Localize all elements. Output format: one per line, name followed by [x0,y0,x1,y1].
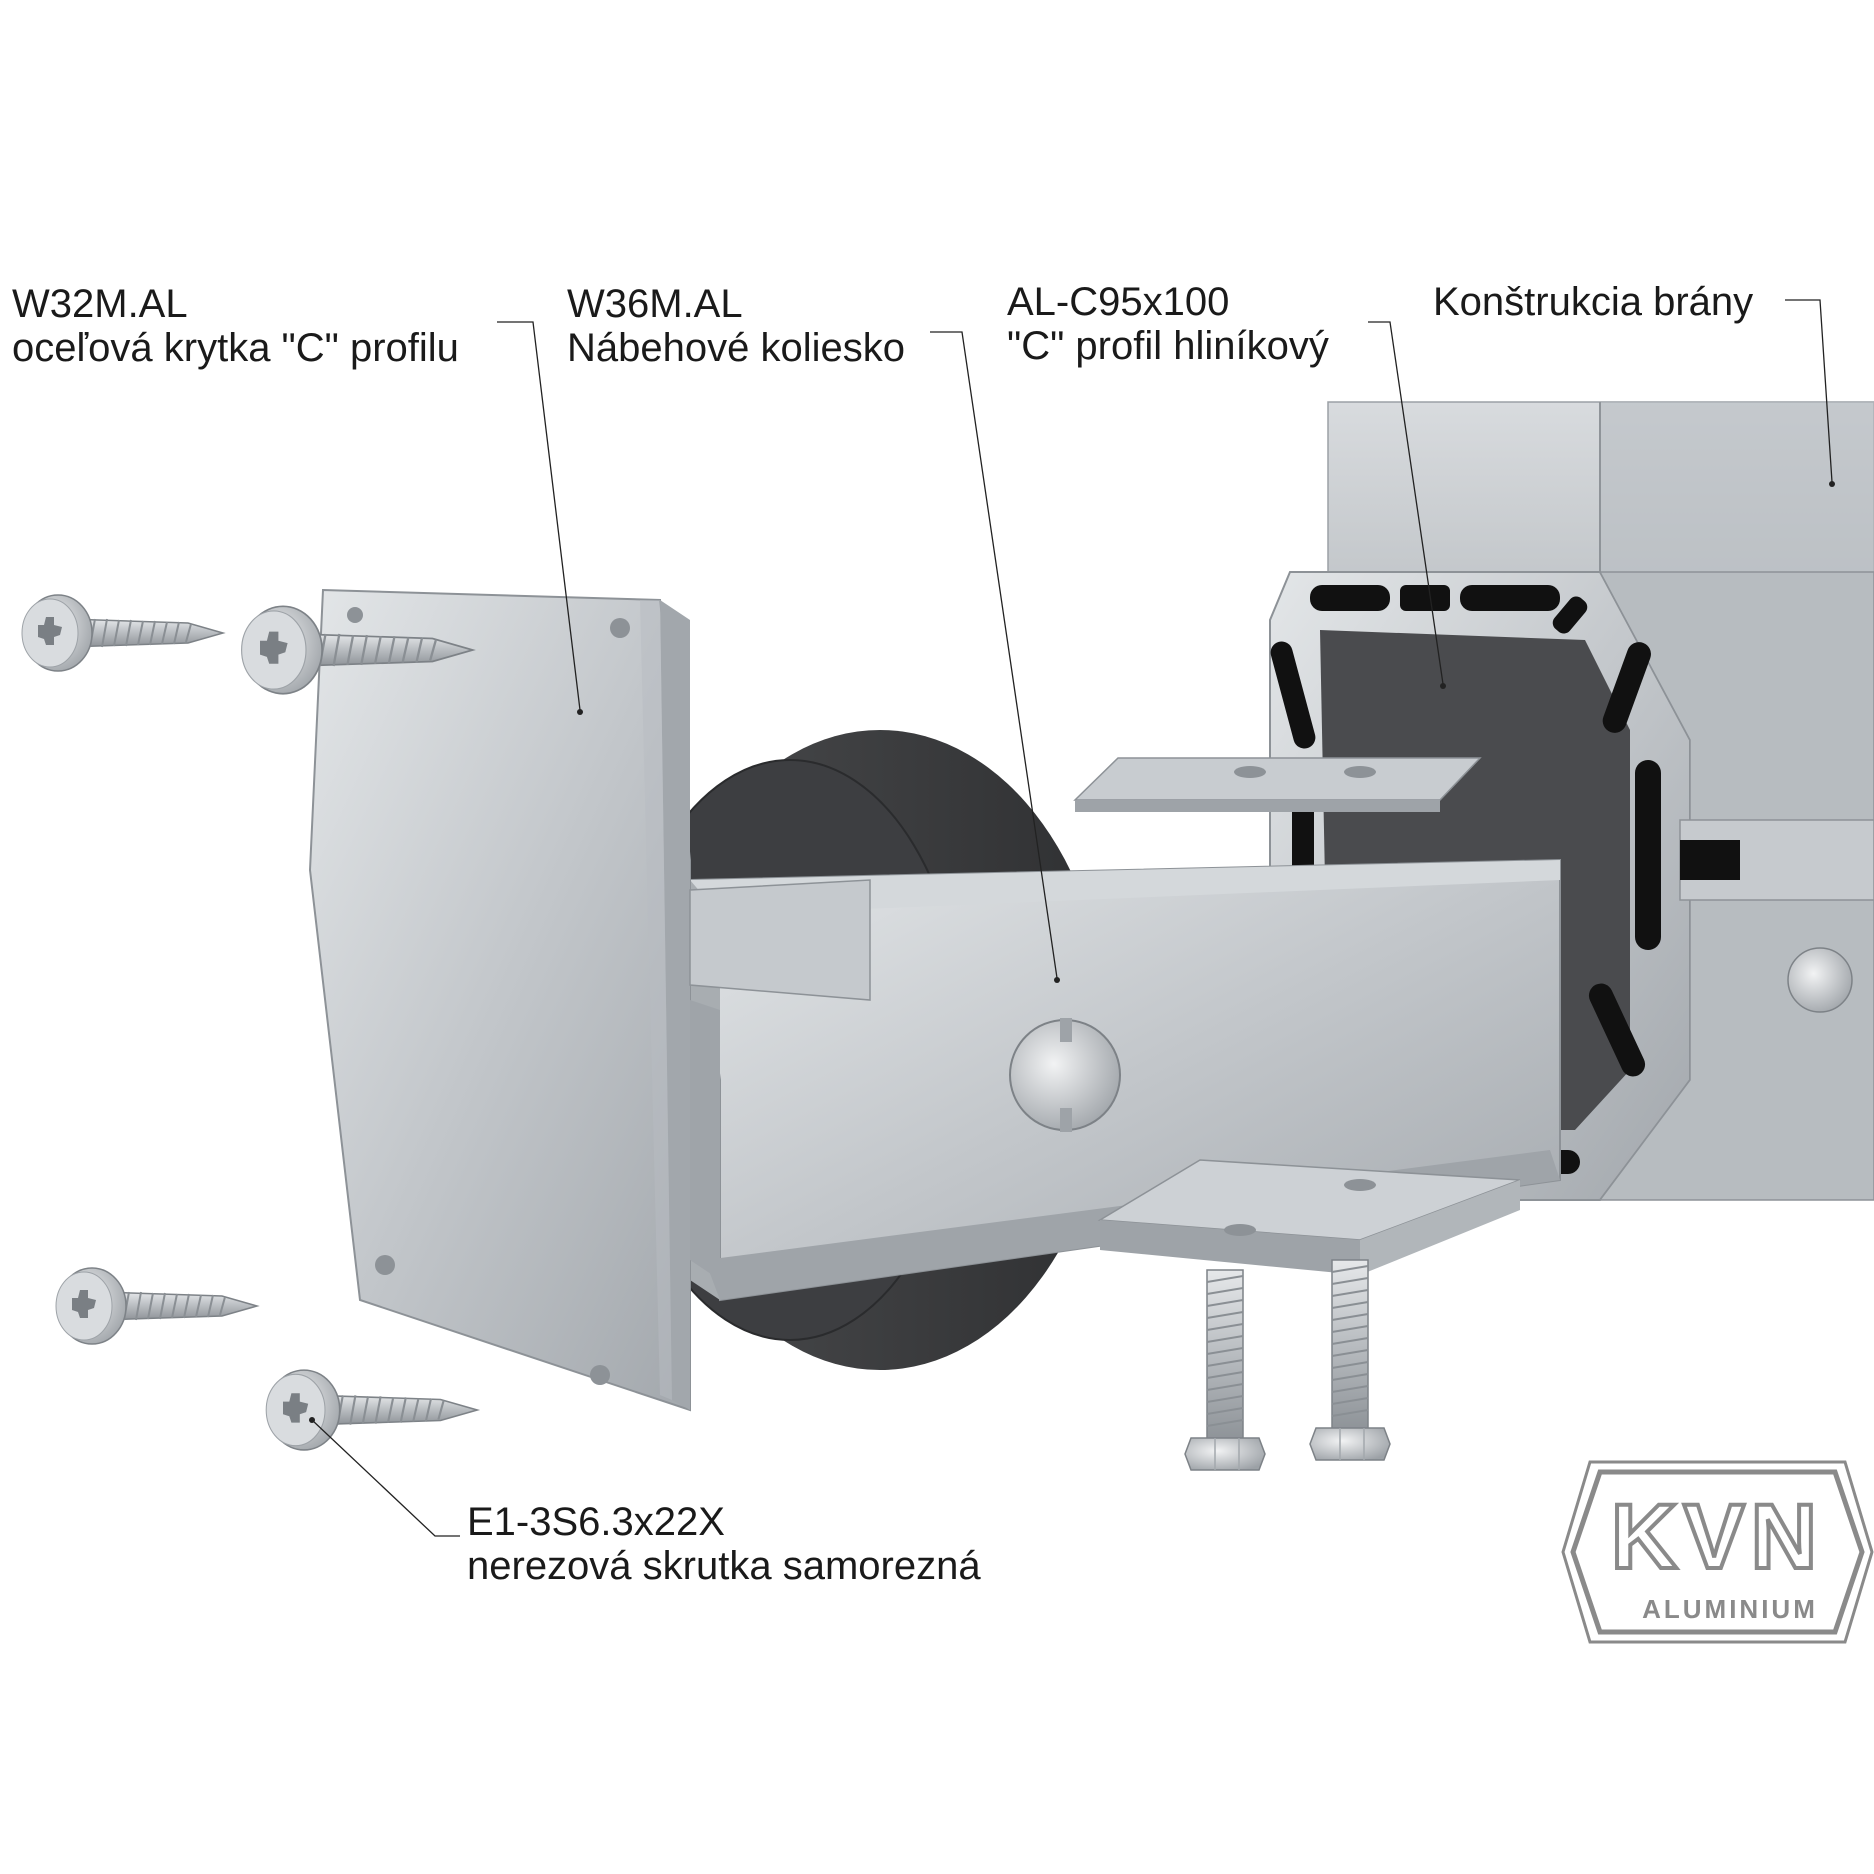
leader-dots [309,481,1835,1423]
callout-screw-code: E1-3S6.3x22X [467,1500,725,1544]
callout-profile-description: "C" profil hliníkový [1007,324,1329,368]
logo-sub-text: ALUMINIUM [1642,1594,1818,1624]
logo-brand-text: KVN [1611,1486,1823,1588]
callout-wheel-code: W36M.AL [567,282,743,326]
lower-mounting-plate [1097,1159,1521,1275]
leader-lines [311,299,1833,1537]
callout-cover-description: oceľová krytka "C" profilu [12,326,459,370]
callout-profile: AL-C95x100 "C" profil hliníkový [1007,280,1329,368]
upper-mounting-plate [1073,757,1482,812]
callout-wheel-description: Nábehové koliesko [567,326,905,370]
callout-screw: E1-3S6.3x22X nerezová skrutka samorezná [467,1500,981,1588]
callout-cover-code: W32M.AL [12,282,188,326]
callout-cover: W32M.AL oceľová krytka "C" profilu [12,282,459,370]
callout-gate-description: Konštrukcia brány [1433,280,1754,324]
callout-profile-code: AL-C95x100 [1007,280,1230,324]
callout-screw-description: nerezová skrutka samorezná [467,1544,981,1588]
callout-gate: Konštrukcia brány [1433,280,1753,324]
end-cover-plate-icon [308,588,871,1412]
hex-bolt-icon [1184,1259,1391,1471]
kvn-aluminium-logo: KVN ALUMINIUM [1561,1460,1874,1644]
callout-wheel: W36M.AL Nábehové koliesko [567,282,905,370]
